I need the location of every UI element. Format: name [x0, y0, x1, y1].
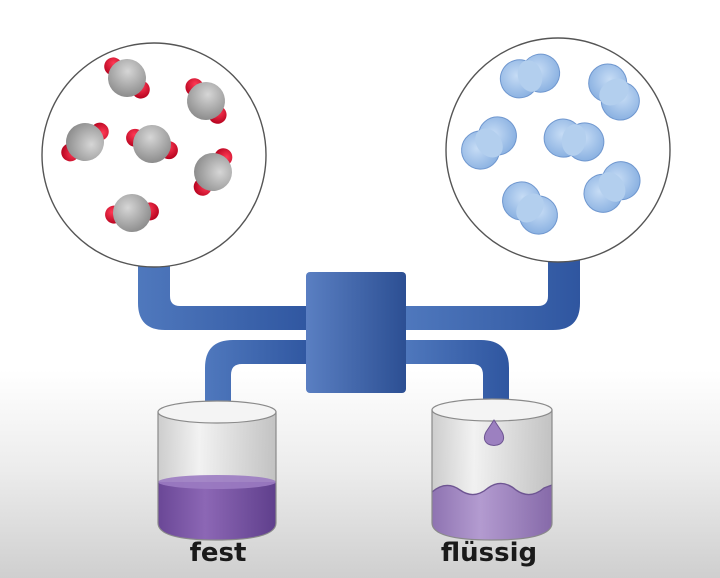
pipe-left-lower: [205, 340, 312, 412]
liquid-fill: [432, 483, 552, 540]
solid-fill: [158, 482, 276, 540]
separator-box: [306, 272, 406, 393]
liquid-molecule: [502, 181, 558, 235]
solid-phase-magnifier: [41, 42, 267, 268]
liquid-molecule: [588, 63, 640, 121]
label-liquid: flüssig: [440, 538, 538, 568]
co2-molecule: [61, 122, 109, 162]
pipe-left-upper: [138, 256, 312, 330]
liquid-molecule: [499, 53, 561, 99]
co2-molecule: [126, 125, 178, 163]
liquid-phase-magnifier: [445, 37, 671, 263]
liquid-molecule: [461, 116, 517, 170]
label-solid: fest: [189, 538, 247, 568]
pipe-right-lower: [404, 340, 509, 410]
beaker-solid: [157, 400, 277, 541]
pipe-network: [138, 256, 580, 412]
co2-molecules: [61, 57, 233, 232]
co2-molecule: [105, 194, 159, 232]
beaker-liquid: [431, 398, 553, 541]
pipe-right-upper: [404, 256, 580, 330]
co2-molecule: [104, 57, 150, 99]
liquid-molecule: [543, 118, 605, 162]
liquid-molecule: [583, 161, 641, 213]
co2-molecule: [185, 78, 227, 124]
liquid-molecules: [461, 53, 641, 235]
droplet: [483, 419, 505, 446]
co2-molecule: [193, 148, 233, 196]
